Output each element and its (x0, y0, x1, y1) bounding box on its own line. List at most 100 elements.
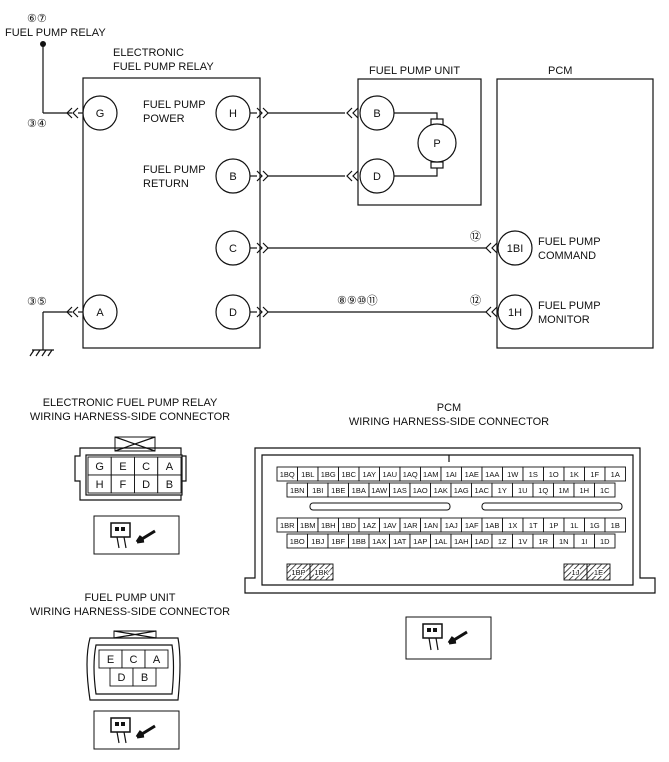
relay-connector-pin: H (96, 479, 104, 491)
pcm-connector-subtitle: WIRING HARNESS-SIDE CONNECTOR (349, 416, 549, 428)
relay-connector-pin: G (95, 461, 104, 473)
relay-title-line2: FUEL PUMP RELAY (113, 61, 214, 73)
pcm-connector-pin-cell (594, 533, 616, 549)
fuel-pump-return-label: FUEL PUMP (143, 164, 206, 176)
pcm-connector-pin: 1BN (290, 486, 305, 495)
pcm-connector-pin: 1BL (301, 470, 314, 479)
pcm-connector-pin: 1AE (465, 470, 479, 479)
relay-connector-pin: E (119, 461, 126, 473)
pcm-title: PCM (548, 65, 572, 77)
connector-chevron (346, 107, 359, 182)
pcm-connector-pin: 1Z (498, 537, 507, 546)
pcm-connector-pin: 1R (538, 537, 548, 546)
motor-wire-bottom (394, 167, 438, 177)
pcm-connector-pin: 1U (518, 486, 528, 495)
pcm-connector-pin: 1AQ (403, 470, 418, 479)
pcm-connector-pin: 1G (590, 521, 600, 530)
pump-connector-pin: D (118, 672, 126, 684)
wire-d-ref-circled: ⑧⑨⑩⑪ (337, 294, 378, 307)
fuel-pump-relay-label: FUEL PUMP RELAY (5, 27, 106, 39)
fuel-pump-power-label-2: POWER (143, 113, 185, 125)
pcm-connector-pin: 1O (549, 470, 559, 479)
fuel-pump-monitor-label: FUEL PUMP (538, 300, 601, 312)
pump-connector-pin: A (153, 654, 161, 666)
pcm-connector-pin: 1AK (434, 486, 448, 495)
relay-pin-a (82, 294, 118, 330)
pcm-connector-pin: 1BO (290, 537, 305, 546)
pcm-connector-pin: 1A (611, 470, 620, 479)
fuel-pump-unit-title: FUEL PUMP UNIT (369, 65, 460, 77)
pcm-connector-pin: 1L (570, 521, 578, 530)
relay-title-line1: ELECTRONIC (113, 47, 184, 59)
pcm-connector-pin: 1BC (341, 470, 356, 479)
relay-pin-a-label: A (96, 307, 104, 319)
fuel-pump-return-label-2: RETURN (143, 178, 189, 190)
connector-view-icon (93, 515, 180, 555)
pcm-connector-pin: 1S (529, 470, 538, 479)
pcm-pin-1h (497, 294, 533, 330)
pcm-connector-pin: 1BP (291, 568, 305, 577)
relay-pin-b-label: B (229, 171, 236, 183)
pump-connector-pin: E (107, 654, 114, 666)
pcm-connector-pin: 1BM (300, 521, 315, 530)
relay-connector-pin: B (166, 479, 173, 491)
pump-pin-b-label: B (373, 108, 380, 120)
pcm-connector-pin: 1J (572, 568, 580, 577)
relay-connector-subtitle: WIRING HARNESS-SIDE CONNECTOR (30, 411, 230, 423)
pcm-connector-pin-cell (604, 517, 626, 533)
fuel-pump-power-label: FUEL PUMP (143, 99, 206, 111)
pcm-connector-pin: 1AV (383, 521, 397, 530)
pcm-connector-pin: 1H (579, 486, 589, 495)
relay-connector-pin: C (142, 461, 150, 473)
connector-view-icon (405, 616, 492, 660)
relay-connector-pin: F (120, 479, 127, 491)
fuel-pump-command-label-2: COMMAND (538, 250, 596, 262)
pcm-connector-pin: 1AZ (362, 521, 376, 530)
pcm-connector-pin: 1AJ (445, 521, 458, 530)
relay-ref-circled: ⑥⑦ (27, 13, 47, 25)
pcm-connector-pin: 1P (549, 521, 558, 530)
connector-chevron (485, 242, 498, 318)
ref-g-circled: ③④ (27, 118, 47, 130)
pcm-connector-pin-cell (594, 482, 616, 498)
pcm-connector-pin: 1BH (321, 521, 336, 530)
pcm-connector-pin: 1K (570, 470, 579, 479)
pcm-connector-pin: 1AO (413, 486, 428, 495)
pcm-connector-pin: 1AF (465, 521, 479, 530)
pcm-connector-pin: 1N (559, 537, 569, 546)
pcm-connector-pin: 1AP (413, 537, 427, 546)
pcm-connector-pin: 1AG (454, 486, 469, 495)
pump-connector-pin: C (130, 654, 138, 666)
pcm-connector-pin: 1AL (434, 537, 447, 546)
pcm-connector-pin: 1AC (474, 486, 489, 495)
pcm-connector-pin: 1AS (393, 486, 407, 495)
pcm-connector-pin: 1BE (331, 486, 345, 495)
pcm-connector-pin: 1AA (485, 470, 499, 479)
pcm-connector-pin: 1AB (485, 521, 499, 530)
pcm-connector-pin-cell (586, 563, 611, 581)
motor-wire-top (394, 112, 438, 120)
pcm-connector-pin: 1AX (372, 537, 386, 546)
pump-connector-pin-cell (144, 649, 169, 669)
pcm-connector-pin: 1BD (341, 521, 356, 530)
pcm-connector-pin: 1AI (446, 470, 457, 479)
pcm-connector-pin: 1BG (321, 470, 336, 479)
pcm-connector-pin: 1Y (498, 486, 507, 495)
pcm-connector-pin-cell (309, 563, 334, 581)
pcm-connector-pin: 1BA (352, 486, 366, 495)
relay-pin-g (82, 95, 118, 131)
pump-connector-title: FUEL PUMP UNIT (84, 592, 175, 604)
pcm-connector-pin: 1BK (314, 568, 328, 577)
relay-pin-c-label: C (229, 243, 237, 255)
pcm-connector-pin: 1X (508, 521, 517, 530)
pcm-connector-pin-cell (604, 466, 626, 482)
pcm-connector-pin: 1AW (371, 486, 388, 495)
pcm-connector-pin: 1AT (393, 537, 407, 546)
pcm-pin-1h-label: 1H (508, 307, 522, 319)
pump-connector-subtitle: WIRING HARNESS-SIDE CONNECTOR (30, 606, 230, 618)
pcm-connector-pin: 1AN (423, 521, 438, 530)
pcm-connector-pin: 1E (594, 568, 603, 577)
relay-connector-pin: A (166, 461, 174, 473)
pcm-connector-pin: 1AM (423, 470, 438, 479)
pcm-connector-pin: 1BB (352, 537, 366, 546)
